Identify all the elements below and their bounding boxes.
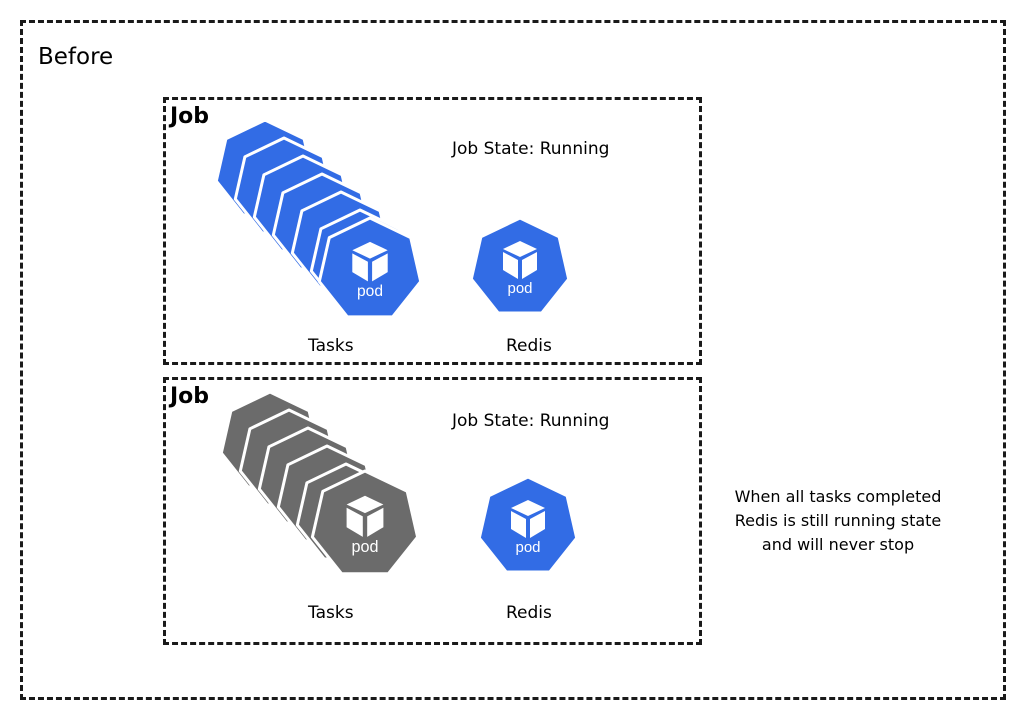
job-state-top: Job State: Running: [452, 139, 610, 159]
pod-text: pod: [507, 280, 532, 297]
redis-pod: pod: [477, 475, 579, 574]
job-state-bottom: Job State: Running: [452, 411, 610, 431]
task-pod-front: pod: [310, 469, 420, 576]
note-line-2: Redis is still running state: [734, 511, 942, 530]
tasks-label-bottom: Tasks: [308, 603, 354, 623]
redis-label-top: Redis: [506, 336, 552, 356]
redis-label-bottom: Redis: [506, 603, 552, 623]
job-frame-bottom: [163, 377, 702, 645]
before-title: Before: [38, 44, 114, 70]
job-frame-top: [163, 97, 702, 365]
pod-text: pod: [357, 283, 383, 300]
note-line-1: When all tasks completed: [734, 487, 942, 506]
before-frame: [20, 20, 1006, 700]
pod-text: pod: [351, 538, 378, 556]
job-title-top: Job: [170, 104, 210, 129]
note-line-3: and will never stop: [761, 535, 915, 554]
tasks-label-top: Tasks: [308, 336, 354, 356]
cube-icon: [352, 241, 388, 282]
redis-pod: pod: [469, 216, 571, 315]
cube-icon: [511, 500, 545, 538]
cube-icon: [346, 495, 384, 537]
completion-note: When all tasks completed Redis is still …: [700, 485, 976, 557]
cube-icon: [503, 241, 537, 279]
pod-text: pod: [515, 539, 540, 556]
task-pod-front: pod: [317, 216, 423, 319]
job-title-bottom: Job: [170, 384, 210, 409]
